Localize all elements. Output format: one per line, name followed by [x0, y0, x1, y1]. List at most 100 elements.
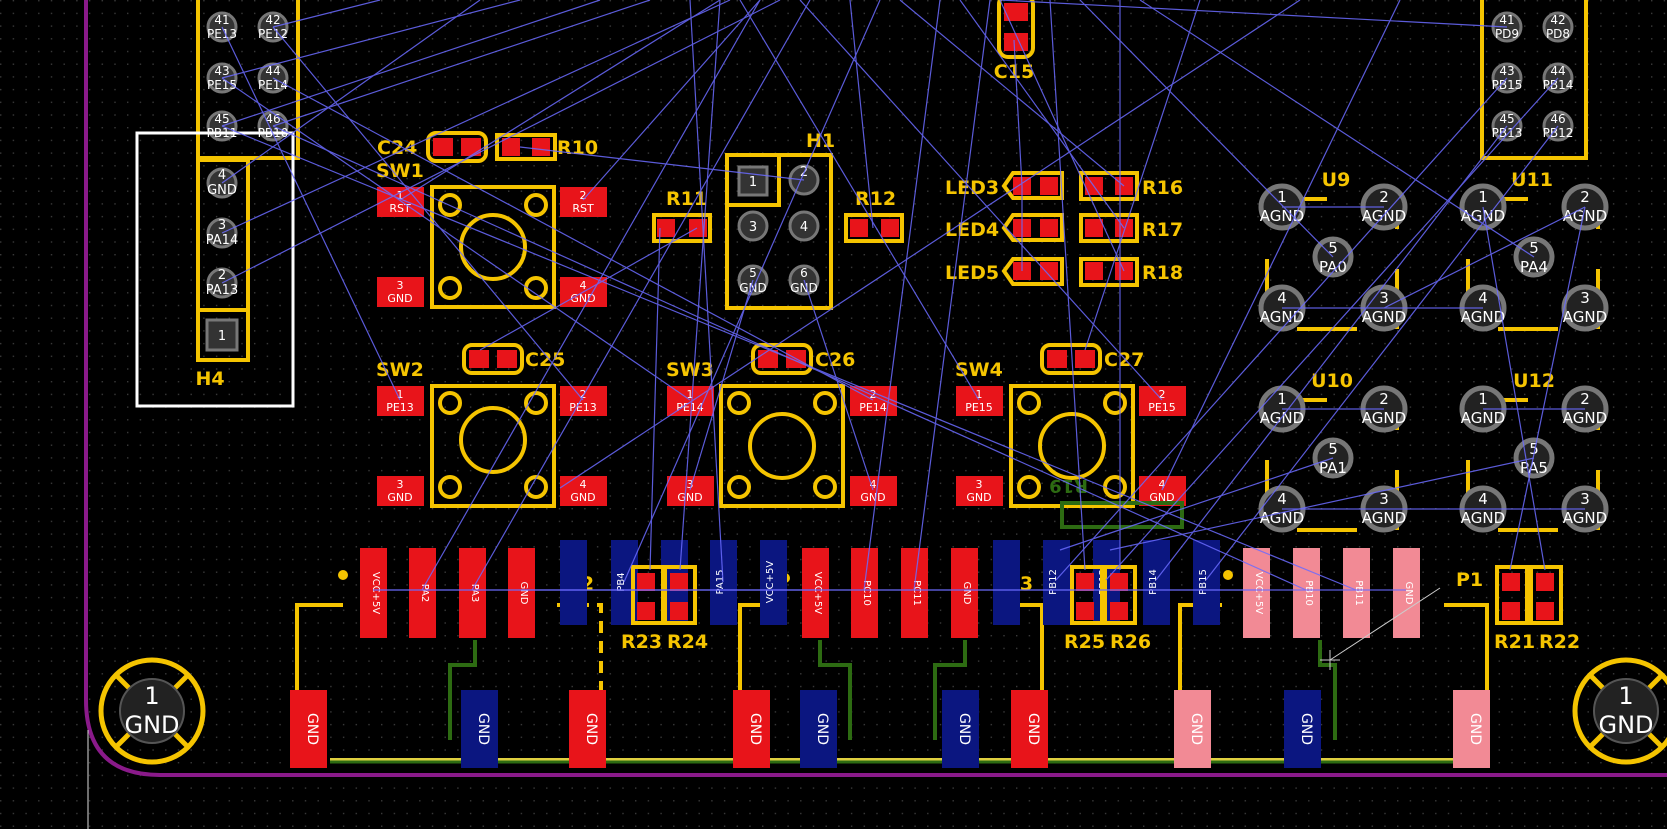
svg-text:PB14: PB14: [1148, 569, 1159, 595]
svg-text:GND: GND: [1598, 711, 1653, 739]
svg-text:GND: GND: [1188, 713, 1204, 745]
p3-mount-pin-6[interactable]: GND: [1011, 690, 1048, 768]
svg-text:4: 4: [800, 220, 808, 235]
svg-text:GND: GND: [518, 582, 529, 605]
pin-number: 42: [265, 13, 280, 27]
p3-front-pin-3[interactable]: PC11: [901, 548, 928, 638]
h4-pin-1[interactable]: 1: [205, 318, 239, 352]
p2-front-pin-2[interactable]: PA2: [409, 548, 436, 638]
p2-mount-pin-6[interactable]: GND: [569, 690, 606, 768]
svg-text:PB15: PB15: [1198, 569, 1209, 595]
p1-mount-pin-5[interactable]: GND: [1174, 690, 1211, 768]
p2-back-mount-pin-8[interactable]: GND: [461, 690, 498, 768]
sw3-button[interactable]: SW3 1 PE14 2 PE14 3 GND 4 GND: [666, 359, 897, 508]
p1-front-pin-3[interactable]: PB11: [1343, 548, 1370, 638]
svg-text:PB10: PB10: [1303, 580, 1314, 606]
svg-text:PE14: PE14: [676, 401, 704, 414]
svg-text:3: 3: [1580, 490, 1590, 508]
svg-text:RST: RST: [572, 202, 594, 215]
p3-mount-pin-5[interactable]: GND: [733, 690, 770, 768]
svg-text:1: 1: [1478, 188, 1488, 206]
r19-resistor-back[interactable]: R19: [1049, 475, 1184, 529]
c27-capacitor[interactable]: C27: [1040, 343, 1144, 375]
p1-back-mount-pin-7[interactable]: GND: [1284, 690, 1321, 768]
svg-text:U11: U11: [1511, 169, 1553, 191]
svg-text:RST: RST: [389, 202, 411, 215]
p2-connector[interactable]: P2 VCC+5V PA2 PA3 GND PB4 PA15 GND: [290, 540, 737, 768]
svg-text:GND: GND: [956, 713, 972, 745]
svg-text:GND: GND: [790, 281, 818, 295]
svg-text:4: 4: [1159, 478, 1166, 491]
svg-text:GND: GND: [1149, 491, 1174, 504]
mounting-hole-left[interactable]: 1 GND: [98, 657, 206, 765]
svg-text:VCC+5V: VCC+5V: [765, 561, 776, 604]
svg-text:3: 3: [1580, 289, 1590, 307]
svg-text:1: 1: [687, 388, 694, 401]
svg-text:5: 5: [1529, 440, 1539, 458]
ratsnest: [221, 0, 1586, 591]
r25-r26-resistors[interactable]: R25 R26: [1064, 565, 1151, 653]
svg-text:1: 1: [1618, 682, 1633, 710]
r16-ref: R16: [1142, 177, 1183, 199]
mounting-hole-right[interactable]: 1 GND: [1572, 657, 1667, 765]
svg-text:PC11: PC11: [911, 580, 922, 606]
p3-connector[interactable]: P3 VCC+5V PC10 PC11 GND VCC+5V PB12 PB13…: [733, 540, 1220, 768]
board-outline: [84, 0, 1667, 777]
p3-back-mount-pin-8[interactable]: GND: [942, 690, 979, 768]
svg-text:PE13: PE13: [386, 401, 414, 414]
sw1-button[interactable]: SW1 1 RST 2 RST 3 GND 4 GND: [376, 160, 607, 309]
p3-back-pins[interactable]: VCC+5V PB12 PB13 PB14 PB15: [760, 540, 1220, 625]
p3-front-pin-1[interactable]: VCC+5V: [802, 548, 829, 638]
c15-ref: C15: [994, 61, 1034, 83]
p3-front-pin-4[interactable]: GND: [951, 548, 978, 638]
svg-text:R22: R22: [1539, 631, 1580, 653]
svg-text:2: 2: [1159, 388, 1166, 401]
c24-capacitor[interactable]: C24: [377, 131, 488, 163]
sw4-button[interactable]: SW4 1 PE15 2 PE15 3 GND 4 GND: [955, 359, 1186, 508]
p1-mount-pin-6[interactable]: GND: [1453, 690, 1490, 768]
svg-text:GND: GND: [966, 491, 991, 504]
p3-back-mount-pin-7[interactable]: GND: [800, 690, 837, 768]
c25-capacitor[interactable]: C25: [462, 343, 565, 375]
p2-front-pin-4[interactable]: GND: [508, 548, 535, 638]
svg-text:3: 3: [749, 220, 757, 235]
h4-pin-3[interactable]: 3 PA14: [206, 217, 238, 249]
svg-text:GND: GND: [747, 713, 763, 745]
r10-resistor[interactable]: R10: [495, 133, 598, 161]
svg-text:P1: P1: [1456, 569, 1483, 591]
led5-row[interactable]: LED5 R18: [945, 257, 1183, 287]
svg-text:GND: GND: [570, 491, 595, 504]
svg-text:1: 1: [397, 189, 404, 202]
c15-capacitor[interactable]: C15: [994, 0, 1035, 83]
r12-resistor[interactable]: R12: [844, 188, 904, 243]
p2-mount-pin-5[interactable]: GND: [290, 690, 327, 768]
svg-text:PE15: PE15: [965, 401, 993, 414]
svg-text:GND: GND: [124, 711, 179, 739]
svg-text:PA1: PA1: [1319, 459, 1347, 477]
svg-text:AGND: AGND: [1362, 409, 1406, 427]
svg-text:PE13: PE13: [569, 401, 597, 414]
pin-number: 3: [218, 218, 226, 233]
svg-text:VCC+5V: VCC+5V: [1253, 572, 1264, 615]
svg-text:AGND: AGND: [1461, 509, 1505, 527]
svg-text:AGND: AGND: [1260, 308, 1304, 326]
r21-r22-resistors[interactable]: R21 R22: [1494, 565, 1580, 653]
led4-row[interactable]: LED4 R17: [945, 213, 1183, 243]
p2-front-pin-1[interactable]: VCC+5V: [360, 548, 387, 638]
p2-front-pin-3[interactable]: PA3: [459, 548, 486, 638]
h4-pin-4[interactable]: 4 GND: [206, 167, 238, 199]
p1-front-pin-1[interactable]: VCC+5V: [1243, 548, 1270, 638]
led3-ref: LED3: [945, 177, 999, 199]
h4-connector[interactable]: 4 GND 3 PA14 2 PA13 1 H4: [135, 131, 295, 408]
right-header-pin-42[interactable]: 42 PD8: [1542, 11, 1574, 43]
p1-front-pin-4[interactable]: GND: [1393, 548, 1420, 638]
h1-connector[interactable]: H1 1 2 3 4 5 GND 6 GND: [725, 130, 835, 310]
p1-connector[interactable]: P1 VCC+5V PB10 PB11 GND GND GND GND: [1174, 548, 1490, 768]
p3-front-pin-2[interactable]: PC10: [851, 548, 878, 638]
svg-text:R23: R23: [621, 631, 662, 653]
p1-front-pin-2[interactable]: PB10: [1293, 548, 1320, 638]
svg-text:PE14: PE14: [859, 401, 887, 414]
svg-text:PD8: PD8: [1546, 27, 1570, 41]
r11-resistor[interactable]: R11: [652, 188, 712, 243]
